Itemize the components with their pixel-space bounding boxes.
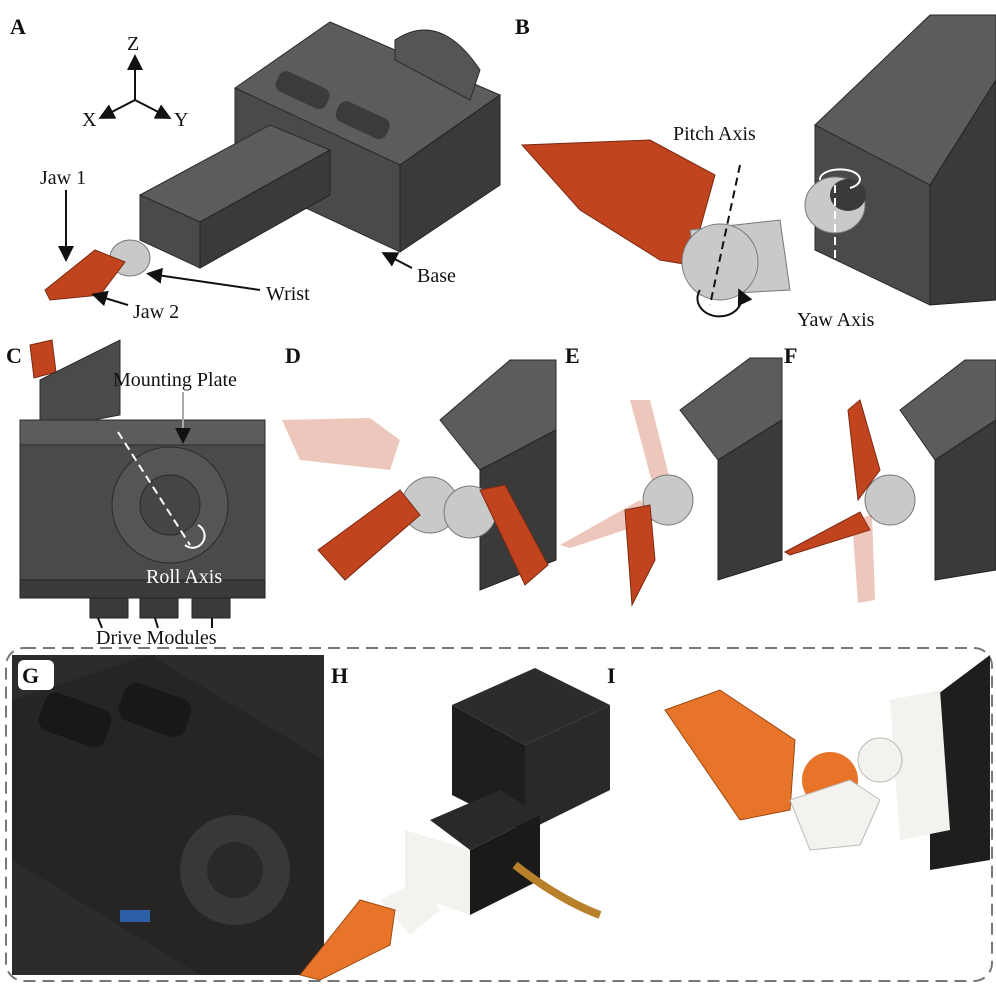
panel-label-b: B	[515, 14, 530, 39]
base-label: Base	[417, 265, 456, 287]
panel-label-a: A	[10, 14, 26, 39]
panel-label-g: G	[22, 663, 39, 688]
axis-z-label: Z	[127, 33, 139, 55]
axes-triad: Z X Y	[82, 33, 188, 131]
panel-e: E	[560, 343, 783, 607]
panel-b: B Pitch Axis Yaw Axis	[515, 14, 996, 331]
panel-label-c: C	[6, 343, 22, 368]
panel-g-photo: G	[12, 655, 324, 975]
jaw-1-label: Jaw 1	[40, 167, 86, 189]
panel-f: F	[783, 343, 996, 603]
wrist-a	[44, 239, 151, 301]
pitch-axis-label: Pitch Axis	[673, 123, 756, 145]
panel-label-d: D	[285, 343, 301, 368]
photo-panels-frame	[5, 647, 993, 982]
panel-d: D	[282, 343, 557, 591]
drive-tube	[138, 124, 332, 269]
panel-c: Mounting Plate Roll Axis Drive Modules C	[6, 339, 266, 649]
axis-x-label: X	[82, 109, 97, 131]
panel-label-f: F	[784, 343, 797, 368]
mounting-plate-label: Mounting Plate	[113, 369, 237, 391]
roll-axis-label: Roll Axis	[146, 566, 222, 588]
axis-y-label: Y	[174, 109, 188, 131]
panel-label-h: H	[331, 663, 348, 688]
panel-i-photo: I	[607, 655, 990, 870]
panel-label-e: E	[565, 343, 580, 368]
panel-h-photo: H	[299, 663, 610, 981]
panel-a: A Z X Y Jaw 1 Jaw 2 Wr	[10, 14, 502, 323]
wrist-label: Wrist	[266, 283, 310, 305]
panel-label-i: I	[607, 663, 616, 688]
drive-modules-label: Drive Modules	[96, 627, 217, 649]
yaw-axis-label: Yaw Axis	[797, 309, 875, 331]
jaw-2-label: Jaw 2	[133, 301, 179, 323]
